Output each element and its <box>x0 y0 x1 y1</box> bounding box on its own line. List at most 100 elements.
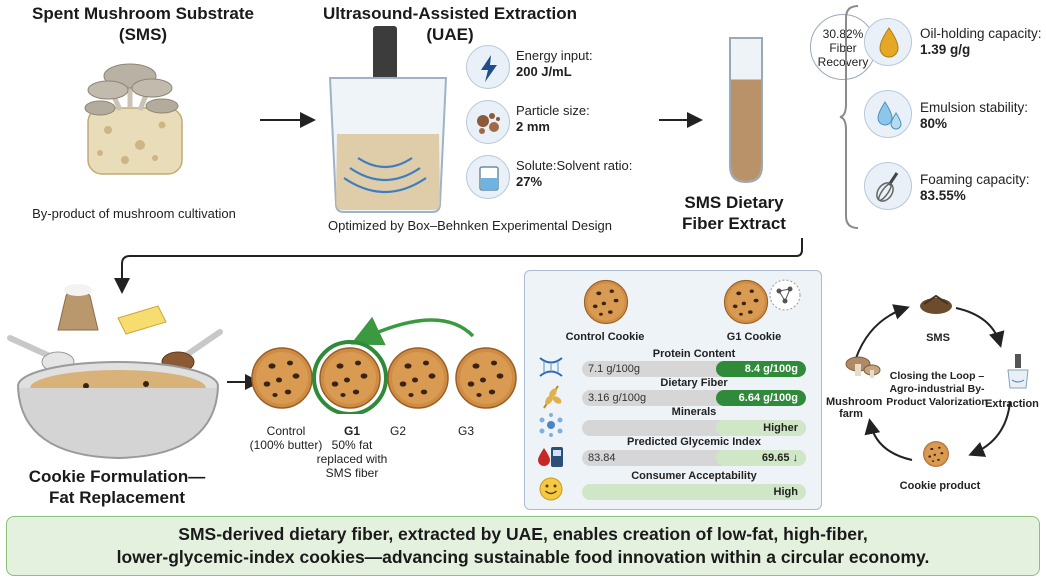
condition-0-label: Energy input: <box>516 48 593 63</box>
loop-node-farm: Mushroom farm <box>826 396 883 420</box>
condition-2: Solute:Solvent ratio: 27% <box>516 158 676 190</box>
loop-center-text: Closing the Loop – Agro-industrial By-Pr… <box>886 370 988 408</box>
arrow-uae-to-extract <box>659 112 703 128</box>
property-2-label: Foaming capacity: <box>920 172 1030 187</box>
metric-0-bar: 7.1 g/100g 8.4 g/100g <box>582 361 806 377</box>
property-1-value: 80% <box>920 116 948 131</box>
property-1-label: Emulsion stability: <box>920 100 1029 115</box>
metric-3-bar: 83.84 69.65 ↓ <box>582 450 806 466</box>
metric-1-fill: 6.64 g/100g <box>716 390 806 406</box>
recovery-label: Fiber Recovery <box>817 41 869 69</box>
formulation-title: Cookie Formulation— Fat Replacement <box>28 467 206 507</box>
metric-1-name: Dietary Fiber <box>660 377 728 389</box>
arrow-extract-to-formulation <box>114 238 803 294</box>
metric-3-fill: 69.65 ↓ <box>716 450 806 466</box>
cookie-label-g3: G3 <box>457 424 474 438</box>
whisk-icon <box>876 172 899 202</box>
cookie-control-note: (100% butter) <box>249 438 323 452</box>
particles-icon <box>477 113 500 134</box>
g1-cookie-label: G1 Cookie <box>726 331 782 343</box>
cookie-label-g2: G2 <box>389 424 406 438</box>
loop-node-extraction: Extraction <box>985 398 1039 410</box>
replacement-arrow <box>350 316 475 346</box>
summary-line-2: lower-glycemic-index cookies—advancing s… <box>116 547 930 567</box>
wheat-icon <box>543 385 562 409</box>
extraction-node-icon <box>1007 354 1029 389</box>
summary-line-1: SMS-derived dietary fiber, extracted by … <box>178 524 868 544</box>
condition-1: Particle size: 2 mm <box>516 103 666 135</box>
properties-bracket <box>839 5 859 229</box>
metric-3-name: Predicted Glycemic Index <box>627 436 761 448</box>
property-2-icon-wrap <box>864 162 912 210</box>
metric-1-bar: 3.16 g/100g 6.64 g/100g <box>582 390 806 406</box>
property-0: Oil-holding capacity: 1.39 g/g <box>920 26 1044 58</box>
metric-4-name: Consumer Acceptability <box>631 470 757 482</box>
property-0-label: Oil-holding capacity: <box>920 26 1042 41</box>
ultrasound-beaker-icon <box>328 26 448 213</box>
sms-caption: By-product of mushroom cultivation <box>32 206 236 221</box>
property-0-value: 1.39 g/g <box>920 42 971 57</box>
uae-title: Ultrasound-Assisted Extraction (UAE) <box>322 4 578 44</box>
cookie-g3 <box>455 347 517 409</box>
test-tube-icon <box>729 37 763 184</box>
property-2-value: 83.55% <box>920 188 966 203</box>
mushroom-substrate-icon <box>84 63 183 175</box>
cookie-label-control: Control (100% butter) <box>236 424 336 452</box>
control-cookie-icon <box>583 279 629 325</box>
property-2: Foaming capacity: 83.55% <box>920 172 1044 204</box>
beaker-icon <box>479 166 499 191</box>
metric-2-fill: Higher <box>716 420 806 436</box>
condition-0: Energy input: 200 J/mL <box>516 48 666 80</box>
metric-1-control: 3.16 g/100g <box>588 392 647 404</box>
minerals-icon <box>539 413 563 437</box>
condition-2-value: 27% <box>516 174 543 189</box>
property-1-icon-wrap <box>864 90 912 138</box>
condition-0-icon-wrap <box>466 45 510 89</box>
cookie-control-name: Control <box>266 424 306 438</box>
property-0-icon-wrap <box>864 18 912 66</box>
arrow-sms-to-uae <box>260 112 316 128</box>
smiley-icon <box>539 477 563 501</box>
glucose-meter-icon <box>538 447 563 467</box>
control-cookie-label: Control Cookie <box>565 331 645 343</box>
property-1: Emulsion stability: 80% <box>920 100 1044 132</box>
uae-caption: Optimized by Box–Behnken Experimental De… <box>328 218 612 233</box>
g1-highlight-ring <box>312 340 388 414</box>
condition-0-value: 200 J/mL <box>516 64 572 79</box>
metric-2-bar: Higher <box>582 420 806 436</box>
dna-icon <box>539 357 563 377</box>
cookie-label-g1: G1 50% fat replaced with SMS fiber <box>302 424 402 480</box>
lightning-icon <box>481 55 497 82</box>
cookie-node-icon <box>923 441 949 467</box>
metric-0-name: Protein Content <box>652 348 736 360</box>
mixing-bowl-icon <box>7 284 223 460</box>
metric-2-name: Minerals <box>671 406 717 418</box>
metric-4-fill: High <box>582 484 806 500</box>
cookie-g1 <box>319 347 381 409</box>
recovery-badge: 30.82% Fiber Recovery <box>810 14 876 80</box>
condition-1-icon-wrap <box>466 100 510 144</box>
cookie-control <box>251 347 313 409</box>
cookie-g2 <box>387 347 449 409</box>
extract-title: SMS Dietary Fiber Extract <box>682 193 786 233</box>
sms-title: Spent Mushroom Substrate (SMS) <box>32 4 254 44</box>
summary-banner: SMS-derived dietary fiber, extracted by … <box>6 516 1040 576</box>
metrics-list: Protein Content 7.1 g/100g 8.4 g/100g Di… <box>528 344 818 508</box>
condition-2-icon-wrap <box>466 155 510 199</box>
condition-1-label: Particle size: <box>516 103 590 118</box>
loop-node-sms: SMS <box>926 332 950 344</box>
cookies-row <box>251 316 517 414</box>
water-drops-icon <box>877 101 902 130</box>
condition-2-label: Solute:Solvent ratio: <box>516 158 633 173</box>
metric-0-control: 7.1 g/100g <box>588 363 640 375</box>
cookie-g1-note: 50% fat replaced with SMS fiber <box>316 438 388 480</box>
circular-loop <box>845 294 1029 467</box>
metric-4-bar: High <box>582 484 806 500</box>
metric-0-fill: 8.4 g/100g <box>716 361 806 377</box>
oil-drop-icon <box>879 27 899 58</box>
metric-3-control: 83.84 <box>588 452 616 464</box>
g1-cookie-icon <box>723 279 801 325</box>
condition-1-value: 2 mm <box>516 119 550 134</box>
mushroom-farm-node-icon <box>845 356 881 378</box>
recovery-value: 30.82% <box>822 27 864 41</box>
